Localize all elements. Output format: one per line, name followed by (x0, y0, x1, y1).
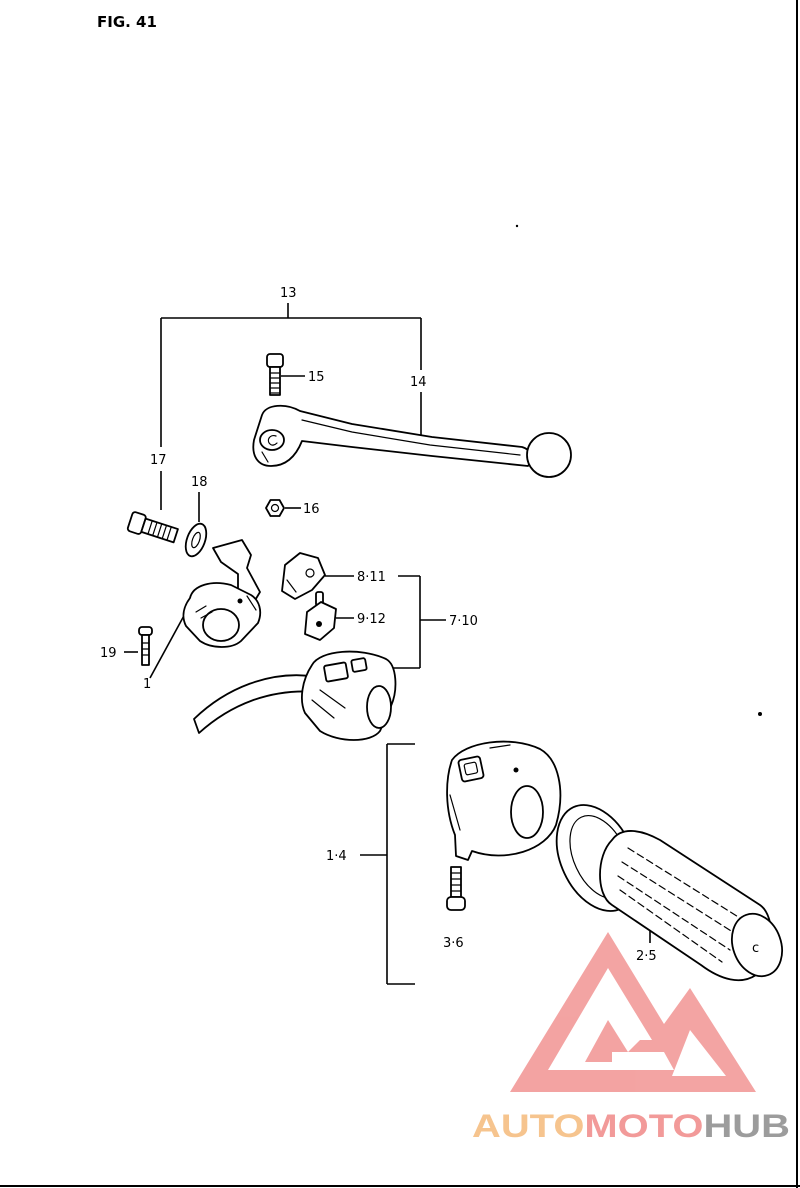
throttle-housing-1-4 (446, 740, 562, 861)
grip-end-mark: c (752, 941, 759, 956)
callout-9-12: 9·12 (357, 612, 386, 627)
callout-18: 18 (191, 475, 208, 490)
screw-19 (138, 626, 153, 666)
watermark-inner-triangle (585, 1020, 628, 1062)
callout-16: 16 (303, 502, 320, 517)
callout-8-11: 8·11 (357, 570, 386, 585)
leader-lines (124, 303, 651, 985)
handle-grip-2-5: c (555, 804, 783, 982)
callout-3-6: 3·6 (443, 936, 464, 951)
callout-1-4: 1·4 (326, 849, 347, 864)
switch-part-9-12 (304, 591, 337, 641)
callout-17: 17 (150, 453, 167, 468)
bolt-17 (126, 511, 179, 544)
callout-2-5: 2·5 (636, 949, 657, 964)
callout-1: 1 (143, 677, 151, 692)
speck (758, 712, 762, 716)
callout-7-10: 7·10 (449, 614, 478, 629)
watermark-logo (510, 932, 756, 1092)
lever-holder-1 (182, 539, 262, 648)
callout-19: 19 (100, 646, 117, 661)
switch-cable (193, 674, 319, 734)
callout-13: 13 (280, 286, 297, 301)
callout-labels: 13 15 14 17 18 16 8·11 9·12 7·10 19 1 1·… (100, 286, 657, 964)
nut-16 (265, 499, 285, 517)
clutch-lever-14 (252, 404, 572, 478)
watermark-auto: AUTO (472, 1108, 584, 1144)
screw-3-6 (446, 866, 466, 911)
speck (515, 224, 519, 228)
pivot-bolt-15 (266, 353, 284, 396)
callout-15: 15 (308, 370, 325, 385)
figure-label: FIG. 41 (97, 13, 157, 31)
watermark-hub: HUB (703, 1108, 790, 1144)
watermark-triangle-icon (510, 932, 756, 1092)
callout-14: 14 (410, 375, 427, 390)
switch-housing-7-10 (301, 650, 397, 741)
switch-part-8-11 (281, 552, 326, 600)
watermark-moto: MOTO (584, 1108, 703, 1144)
washer-18 (184, 522, 208, 558)
